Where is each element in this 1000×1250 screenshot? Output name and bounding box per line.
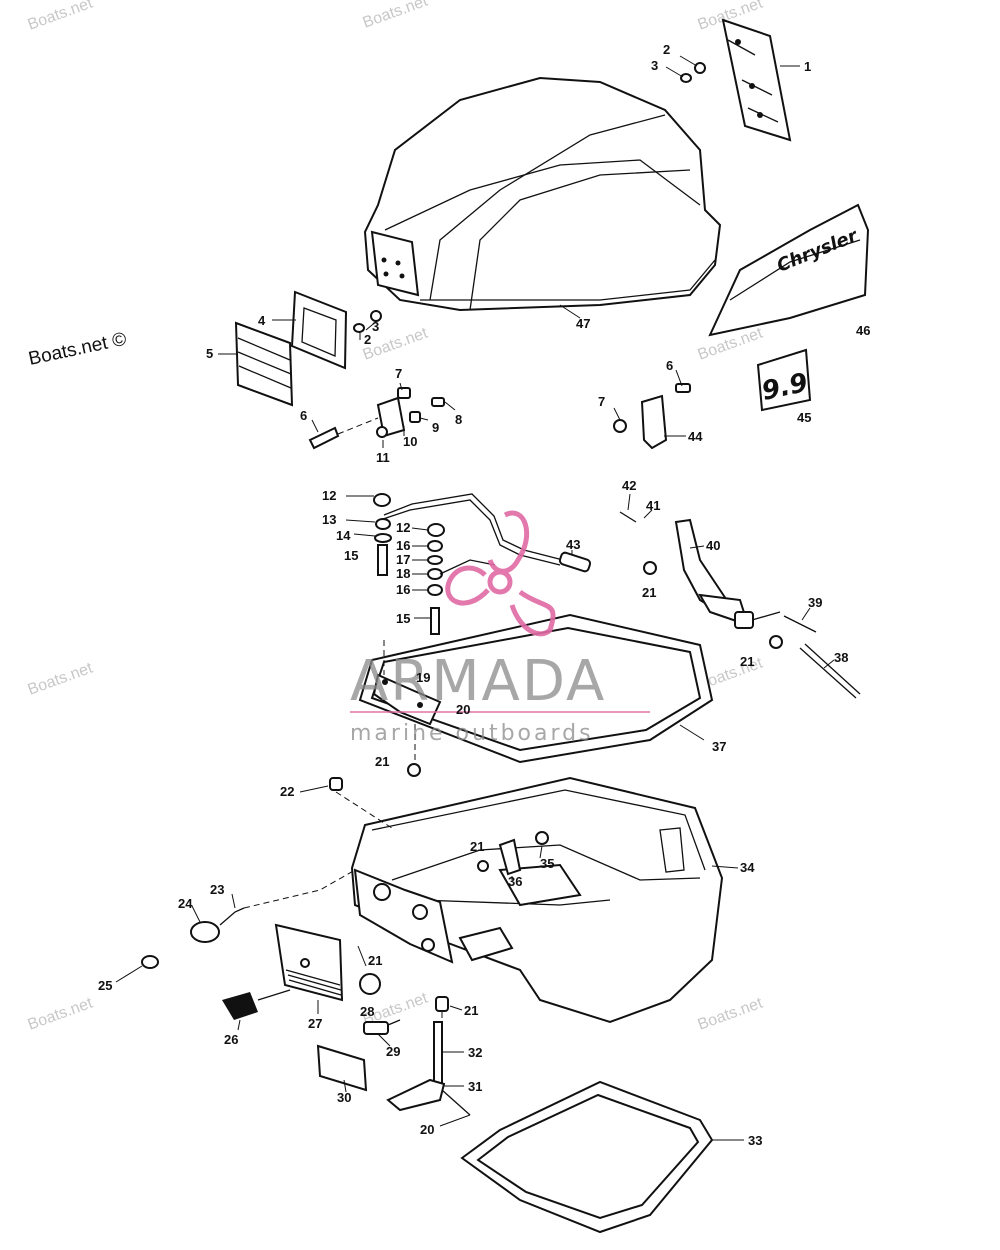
callout-label: 47: [576, 316, 590, 331]
top-cowl: [363, 76, 722, 312]
callout-label: 34: [740, 860, 755, 875]
stud-stack-left: [373, 493, 392, 576]
callout-label: 20: [456, 702, 470, 717]
brand-decal-part-46: Chrysler: [708, 203, 870, 337]
callout-label: 25: [98, 978, 112, 993]
callout-label: 16: [396, 582, 410, 597]
callout-label: 12: [396, 520, 410, 535]
logo-subtitle: marine outboards: [350, 721, 594, 746]
callout-label: 31: [468, 1079, 482, 1094]
hp-decal-part-45: 9.9: [756, 348, 812, 412]
callout-label: 10: [403, 434, 417, 449]
stud-stack-right: [427, 523, 496, 635]
nut-part-35: [535, 831, 549, 845]
callout-label: 22: [280, 784, 294, 799]
callout-label: 21: [368, 953, 382, 968]
callout-label: 5: [206, 346, 213, 361]
callout-label: 28: [360, 1004, 374, 1019]
lower-pan-part-34: [350, 776, 724, 1024]
watermark-text: Boats.net: [696, 994, 766, 1033]
callout-label: 2: [663, 42, 670, 57]
screw-part-22: [329, 777, 343, 791]
callout-label: 33: [748, 1133, 762, 1148]
callout-label: 43: [566, 537, 580, 552]
callout-label: 19: [416, 670, 430, 685]
gasket-part-33: [460, 1080, 714, 1234]
armada-logo: ARMADA marine outboards: [350, 510, 650, 746]
bracket-part-36: [498, 838, 522, 876]
callout-label: 8: [455, 412, 462, 427]
callout-label: 46: [856, 323, 870, 338]
front-plate-part-1: [721, 18, 792, 142]
callout-label: 17: [396, 552, 410, 567]
watermark-text: Boats.net: [26, 994, 96, 1033]
callout-label: 24: [178, 896, 193, 911]
callout-label: 21: [470, 839, 484, 854]
lever-part-31-32: [386, 1021, 471, 1116]
watermark-text: Boats.net: [26, 659, 96, 698]
callout-label: 27: [308, 1016, 322, 1031]
watermark-text: Boats.net: [361, 0, 431, 32]
callout-label: 35: [540, 856, 554, 871]
callout-label: 20: [420, 1122, 434, 1137]
linkage-rod: [379, 493, 592, 573]
gasket-part-37: [358, 613, 714, 764]
callout-label: 14: [336, 528, 351, 543]
callout-label: 7: [395, 366, 402, 381]
callout-label: 21: [642, 585, 656, 600]
callout-label: 32: [468, 1045, 482, 1060]
callout-label: 9: [432, 420, 439, 435]
callout-label: 15: [344, 548, 358, 563]
copyright-label: Boats.net ©: [27, 329, 129, 370]
callout-label: 26: [224, 1032, 238, 1047]
callout-label: 11: [376, 450, 390, 465]
plate-part-4: [290, 290, 348, 370]
handle-part-26: [222, 989, 291, 1020]
callout-label: 21: [740, 654, 754, 669]
callout-label: 12: [322, 488, 336, 503]
callout-label: 36: [508, 874, 522, 889]
callout-label: 40: [706, 538, 720, 553]
callout-labels: 1 2 3 4 3 2 5 47 46 7 8 9 6 10 11 6 7 44…: [98, 42, 870, 1148]
propeller-logo-icon: [445, 510, 556, 637]
callout-label: 45: [797, 410, 811, 425]
plate-part-27: [274, 923, 344, 1002]
callout-label: 6: [666, 358, 673, 373]
callout-label: 16: [396, 538, 410, 553]
leader-lines: [115, 55, 835, 1141]
callout-label: 3: [651, 58, 658, 73]
callout-label: 1: [804, 59, 811, 74]
logo-title: ARMADA: [350, 649, 606, 714]
callout-label: 6: [300, 408, 307, 423]
callout-label: 44: [688, 429, 703, 444]
callout-label: 21: [464, 1003, 478, 1018]
lever-part-40: [619, 511, 861, 699]
plate-part-5: [234, 321, 294, 407]
callout-label: 39: [808, 595, 822, 610]
bracket-part-44: [613, 383, 691, 450]
callout-label: 2: [364, 332, 371, 347]
callout-label: 23: [210, 882, 224, 897]
callout-label: 37: [712, 739, 726, 754]
grommet-part-28: [359, 973, 381, 995]
callout-label: 21: [375, 754, 389, 769]
callout-label: 18: [396, 566, 410, 581]
callout-label: 41: [646, 498, 660, 513]
callout-label: 4: [258, 313, 266, 328]
callout-label: 3: [372, 319, 379, 334]
callout-label: 42: [622, 478, 636, 493]
latch-assembly: [308, 387, 445, 450]
callout-label: 15: [396, 611, 410, 626]
callout-label: 29: [386, 1044, 400, 1059]
callout-label: 30: [337, 1090, 351, 1105]
callout-label: 13: [322, 512, 336, 527]
fitting-part-29: [363, 1019, 401, 1035]
knob-assembly: [141, 869, 356, 969]
callout-label: 38: [834, 650, 848, 665]
watermark-text: Boats.net: [26, 0, 96, 34]
callout-label: 7: [598, 394, 605, 409]
label-part-30: [316, 1044, 368, 1092]
